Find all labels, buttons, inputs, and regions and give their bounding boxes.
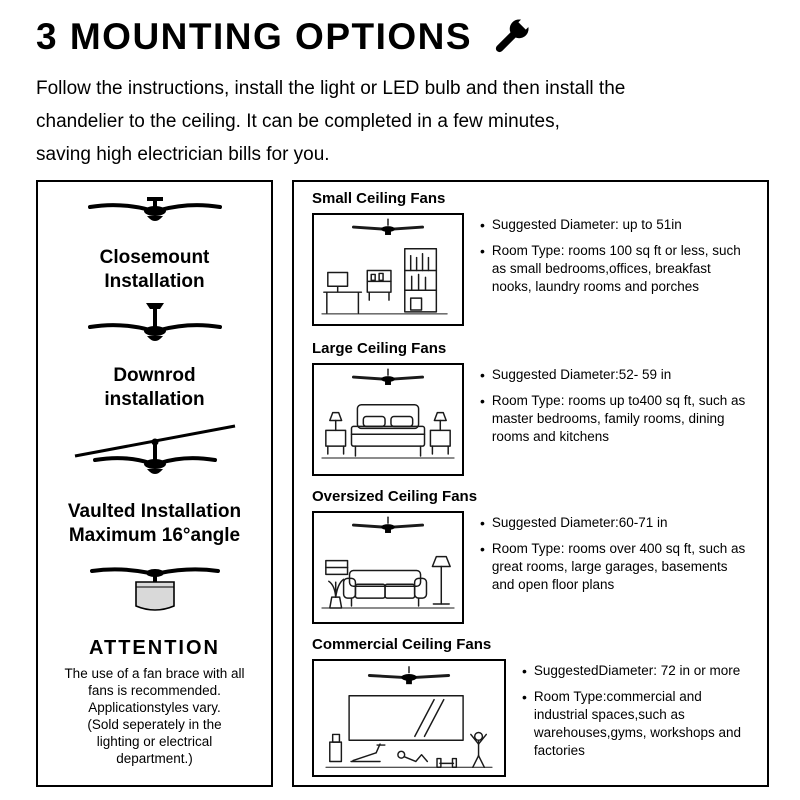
downrod-fan-icon (38, 300, 271, 367)
attention-body: The use of a fan brace with all fans is … (38, 665, 271, 767)
vaulted-fan-icon (38, 420, 271, 503)
bullet-list: SuggestedDiameter: 72 in or more Room Ty… (522, 659, 757, 760)
section-large-ceiling-fans: Large Ceiling Fans (312, 340, 757, 476)
section-oversized-ceiling-fans: Oversized Ceiling Fans (312, 488, 757, 624)
option-label: Vaulted Installation (67, 501, 242, 522)
wrench-icon (495, 14, 535, 53)
fan-size-panel: Small Ceiling Fans (292, 180, 769, 787)
bullet-item: Suggested Diameter:52- 59 in (480, 366, 748, 384)
attention-title: ATTENTION (89, 637, 220, 659)
bullet-item: Room Type: rooms 100 sq ft or less, such… (480, 242, 748, 296)
bullet-item: Room Type:commercial and industrial spac… (522, 688, 757, 760)
bedroom-illustration (321, 368, 455, 459)
section-commercial-ceiling-fans: Commercial Ceiling Fans (312, 636, 757, 777)
option-label: installation (104, 389, 205, 410)
section-title: Commercial Ceiling Fans (312, 636, 492, 653)
page-title: 3 MOUNTING OPTIONS (36, 16, 473, 57)
drum-fan-icon (38, 564, 271, 631)
bullet-item: Suggested Diameter: up to 51in (480, 216, 748, 234)
attention-line: fans is recommended. (88, 683, 221, 698)
bullet-list: Suggested Diameter:60-71 in Room Type: r… (480, 511, 748, 594)
description-line: Follow the instructions, install the lig… (36, 78, 626, 99)
header-description: Follow the instructions, install the lig… (36, 72, 625, 171)
section-title: Large Ceiling Fans (312, 340, 447, 357)
section-title: Small Ceiling Fans (312, 190, 446, 207)
description-line: saving high electrician bills for you. (36, 144, 330, 165)
attention-line: lighting or electrical (96, 734, 213, 749)
bullet-item: Room Type: rooms up to400 sq ft, such as… (480, 392, 748, 446)
bullet-item: SuggestedDiameter: 72 in or more (522, 662, 757, 680)
description-line: chandelier to the ceiling. It can be com… (36, 111, 560, 132)
closemount-fan-icon (38, 194, 271, 247)
option-label: Installation (104, 271, 205, 292)
room-illustration-box (312, 363, 464, 476)
attention-line: Applicationstyles vary. (88, 700, 221, 715)
small-room-illustration (321, 218, 448, 315)
option-label: Maximum 16°angle (68, 525, 241, 546)
room-illustration-box (312, 659, 506, 777)
header: 3 MOUNTING OPTIONS (36, 14, 535, 60)
bullet-item: Suggested Diameter:60-71 in (480, 514, 748, 532)
attention-line: department.) (116, 751, 193, 766)
room-illustration-box (312, 213, 464, 326)
gym-illustration (325, 666, 493, 768)
room-illustration-box (312, 511, 464, 624)
bullet-item: Room Type: rooms over 400 sq ft, such as… (480, 540, 748, 594)
living-room-illustration (321, 516, 455, 609)
option-label: Downrod (113, 365, 196, 386)
section-small-ceiling-fans: Small Ceiling Fans (312, 190, 757, 326)
attention-line: The use of a fan brace with all (64, 666, 245, 681)
option-label: Closemount (99, 247, 210, 268)
mounting-styles-panel: Closemount Installation Downrod installa… (36, 180, 273, 787)
section-title: Oversized Ceiling Fans (312, 488, 478, 505)
bullet-list: Suggested Diameter: up to 51in Room Type… (480, 213, 748, 296)
attention-line: (Sold seperately in the (87, 717, 222, 732)
bullet-list: Suggested Diameter:52- 59 in Room Type: … (480, 363, 748, 446)
